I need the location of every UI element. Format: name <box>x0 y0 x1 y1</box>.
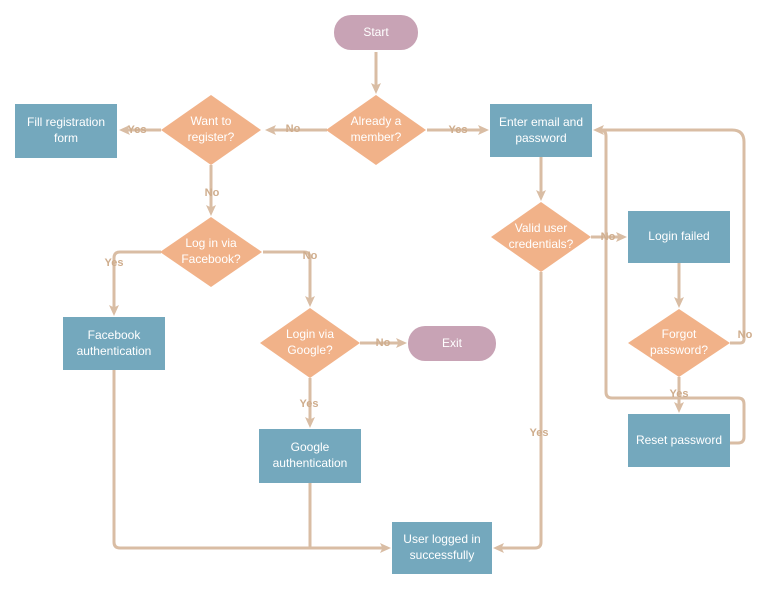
edge-label-want-register-no: No <box>204 187 220 199</box>
node-start: Start <box>334 15 418 50</box>
edge-valid-credentials-yes-user-logged-in <box>493 272 543 553</box>
node-login-google-label: Login via Google? <box>285 327 335 357</box>
edge-login-facebook-no-login-google <box>263 250 315 307</box>
node-exit-label: Exit <box>441 335 462 350</box>
edge-reset-password-enter-email <box>599 128 746 445</box>
node-want-register: Want to register? <box>161 95 261 165</box>
edge-label-valid-credentials-yes: Yes <box>529 427 549 439</box>
edge-label-login-google-no: No <box>375 337 391 349</box>
process-shape <box>15 104 117 158</box>
node-already-member: Already a member? <box>326 95 426 165</box>
node-enter-email: Enter email and password <box>490 104 592 157</box>
edge-label-login-google-yes: Yes <box>299 398 319 410</box>
process-shape <box>259 429 361 483</box>
node-valid-credentials-label: Valid user credentials? <box>508 221 574 251</box>
node-reset-password-label: Reset password <box>635 432 723 447</box>
process-shape <box>628 211 730 263</box>
node-login-failed-label: Login failed <box>648 229 710 244</box>
node-google-auth-label: Google authentication <box>272 440 348 470</box>
node-forgot-password-label: Forgot password? <box>649 327 709 357</box>
node-start-label: Start <box>363 24 389 39</box>
node-enter-email-label: Enter email and password <box>498 114 584 145</box>
edge-label-login-facebook-yes: Yes <box>104 257 124 269</box>
node-google-auth: Google authentication <box>259 429 361 483</box>
terminator-shape <box>334 15 418 50</box>
edge-facebook-auth-user-logged-in <box>112 370 391 553</box>
node-already-member-label: Already a member? <box>350 114 402 144</box>
node-user-logged-in: User logged in successfully <box>392 522 492 574</box>
node-login-facebook: Log in via Facebook? <box>160 217 262 287</box>
node-want-register-label: Want to register? <box>187 114 235 144</box>
edge-forgot-password-no-enter-email <box>593 125 746 345</box>
node-reset-password: Reset password <box>628 414 730 467</box>
node-login-google: Login via Google? <box>260 308 360 378</box>
edge-label-forgot-password-no: No <box>737 329 753 341</box>
node-valid-credentials: Valid user credentials? <box>491 202 591 272</box>
terminator-shape <box>408 326 496 361</box>
edge-label-valid-credentials-no: No <box>600 231 616 243</box>
node-fill-registration: Fill registration form <box>15 104 117 158</box>
process-shape <box>392 522 492 574</box>
node-fill-registration-label: Fill registration form <box>26 115 106 145</box>
node-facebook-auth-label: Facebook authentication <box>76 327 152 358</box>
node-forgot-password: Forgot password? <box>628 309 730 377</box>
edge-label-want-register-yes: Yes <box>127 124 147 136</box>
edge-label-already-member-no: No <box>285 123 301 135</box>
node-exit: Exit <box>408 326 496 361</box>
node-login-facebook-label: Log in via Facebook? <box>181 236 241 266</box>
process-shape <box>490 104 592 157</box>
edge-label-forgot-password-yes: Yes <box>669 388 689 400</box>
edge-label-login-facebook-no: No <box>302 250 318 262</box>
process-shape <box>63 317 165 370</box>
edge-label-already-member-yes: Yes <box>448 124 468 136</box>
node-facebook-auth: Facebook authentication <box>63 317 165 370</box>
node-user-logged-in-label: User logged in successfully <box>403 532 481 562</box>
node-login-failed: Login failed <box>628 211 730 263</box>
edge-login-facebook-yes-facebook-auth <box>109 250 161 316</box>
process-shape <box>628 414 730 467</box>
